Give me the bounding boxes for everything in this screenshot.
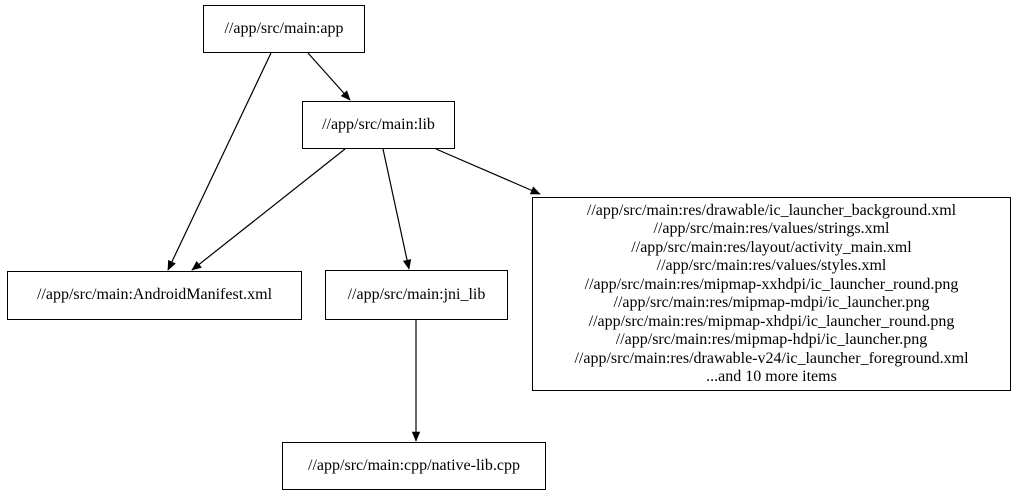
- edge-lib-to-jni-lib: [382, 148, 412, 270]
- resource-item: //app/src/main:res/layout/activity_main.…: [631, 238, 912, 256]
- node-native-lib-cpp: //app/src/main:cpp/native-lib.cpp: [282, 442, 546, 490]
- edge-lib-to-manifest: [191, 148, 346, 271]
- resource-item: //app/src/main:res/drawable-v24/ic_launc…: [574, 349, 969, 367]
- node-native-lib-cpp-label: //app/src/main:cpp/native-lib.cpp: [308, 456, 520, 474]
- resource-item: //app/src/main:res/values/styles.xml: [656, 257, 887, 274]
- resource-item: //app/src/main:res/mipmap-xxhdpi/ic_laun…: [584, 275, 959, 293]
- node-lib: //app/src/main:lib: [302, 101, 455, 149]
- resource-item: //app/src/main:res/mipmap-mdpi/ic_launch…: [613, 294, 930, 311]
- edge-lib-to-resources: [435, 148, 541, 195]
- node-jni-lib-label: //app/src/main:jni_lib: [347, 285, 486, 303]
- node-android-manifest-label: //app/src/main:AndroidManifest.xml: [36, 286, 273, 304]
- node-app-label: //app/src/main:app: [224, 19, 344, 37]
- node-resources-group: //app/src/main:res/drawable/ic_launcher_…: [532, 197, 1011, 391]
- node-lib-label: //app/src/main:lib: [322, 115, 435, 133]
- edge-app-to-manifest: [167, 52, 272, 271]
- resource-more-items: ...and 10 more items: [706, 368, 837, 385]
- resource-item: //app/src/main:res/mipmap-xhdpi/ic_launc…: [588, 312, 955, 330]
- node-jni-lib: //app/src/main:jni_lib: [325, 270, 508, 320]
- resource-item: //app/src/main:res/drawable/ic_launcher_…: [586, 201, 957, 219]
- resource-item: //app/src/main:res/values/strings.xml: [653, 220, 890, 237]
- node-android-manifest: //app/src/main:AndroidManifest.xml: [7, 271, 302, 320]
- resource-item: //app/src/main:res/mipmap-hdpi/ic_launch…: [615, 331, 928, 348]
- node-app: //app/src/main:app: [203, 5, 365, 53]
- edge-app-to-lib: [307, 52, 351, 101]
